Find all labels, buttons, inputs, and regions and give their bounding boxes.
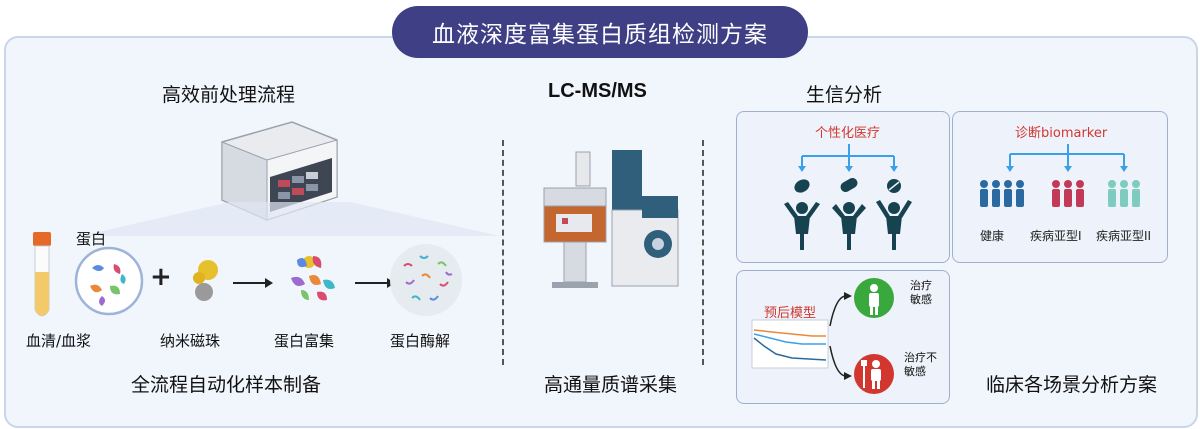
treatment-insensitive-label: 治疗不 敏感 [904,351,937,378]
pretreatment-title: 高效前处理流程 [162,84,296,106]
step-label-beads: 纳米磁珠 [160,332,221,350]
divider-right [702,140,704,365]
enriched-protein-icon [291,256,335,301]
personalized-medicine-label: 个性化医疗 [815,126,881,141]
magnetic-beads-icon [193,260,218,301]
pretreatment-footer: 全流程自动化样本制备 [131,374,322,396]
page-title: 血液深度富集蛋白质组检测方案 [392,6,808,58]
plus-symbol: + [150,262,172,292]
divider-left [502,140,504,365]
protein-mixture-icon [74,246,144,316]
step-label-digestion: 蛋白酶解 [390,332,451,350]
biomarker-label: 诊断biomarker [1015,126,1108,141]
arrow-icon [233,278,273,288]
step-label-serum: 血清/血浆 [26,332,92,350]
personalized-medicine-diagram [784,144,912,250]
biomarker-group-subtype-2: 疾病亚型II [1096,229,1152,243]
biomarker-group-healthy: 健康 [980,229,1005,243]
lcms-title: LC-MS/MS [548,80,647,102]
prognosis-diagram [751,278,894,394]
biomarker-diagram [980,144,1140,207]
projection-cone [80,202,500,236]
peptides-icon [390,244,462,316]
blood-tube-icon [33,232,51,317]
treatment-sensitive-label: 治疗 敏感 [910,279,932,306]
step-label-enrichment: 蛋白富集 [274,332,335,350]
bioinfo-title: 生信分析 [806,84,883,106]
biomarker-group-subtype-1: 疾病亚型I [1030,229,1082,243]
lcms-footer: 高通量质谱采集 [544,374,678,396]
bioinfo-footer: 临床各场景分析方案 [986,374,1158,396]
prognosis-label: 预后模型 [764,306,817,321]
mass-spectrometer-icon [543,150,679,288]
protein-label: 蛋白 [76,230,107,248]
biomarker-panel [952,111,1168,263]
automation-workstation-icon [221,121,338,221]
